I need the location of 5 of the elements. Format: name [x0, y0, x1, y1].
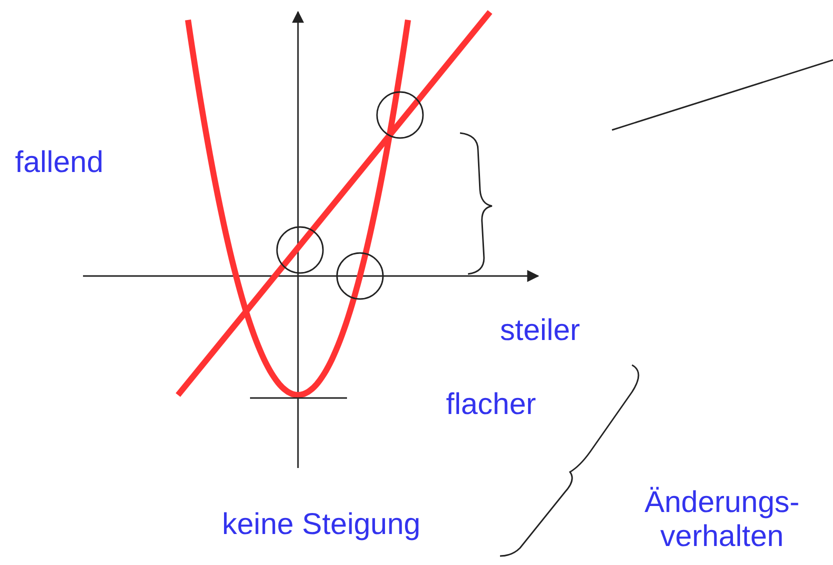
text-label: Änderungs- verhalten [643, 486, 801, 554]
text-label: flacher [446, 388, 536, 422]
text-label: steiler [500, 314, 580, 348]
text-label: fallend [15, 146, 104, 180]
text-label: keine Steigung [222, 508, 420, 542]
